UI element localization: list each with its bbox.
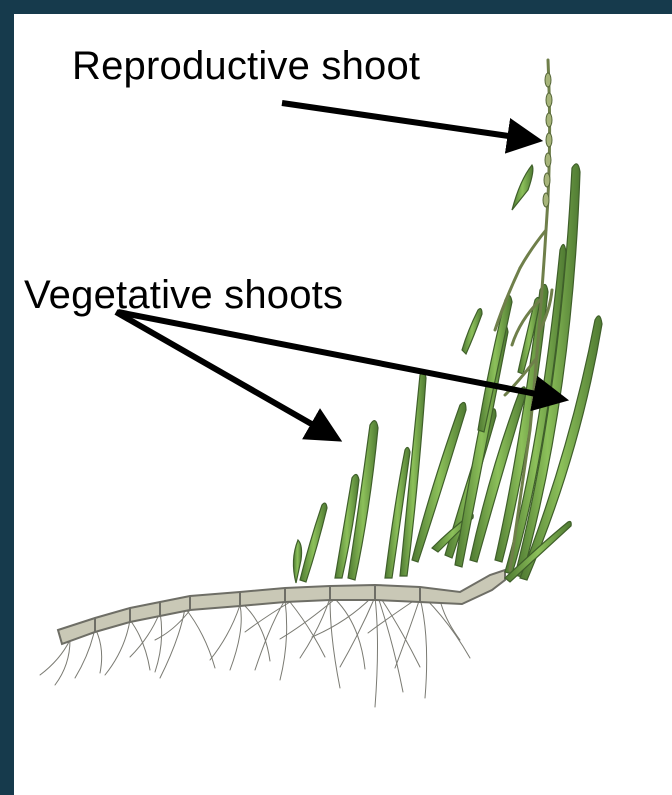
vegetative-leaves [293,164,602,583]
reproductive-shoot-label: Reproductive shoot [72,46,420,86]
arrow-icon [282,103,536,140]
roots [40,597,470,707]
vegetative-shoots-label: Vegetative shoots [24,275,343,315]
